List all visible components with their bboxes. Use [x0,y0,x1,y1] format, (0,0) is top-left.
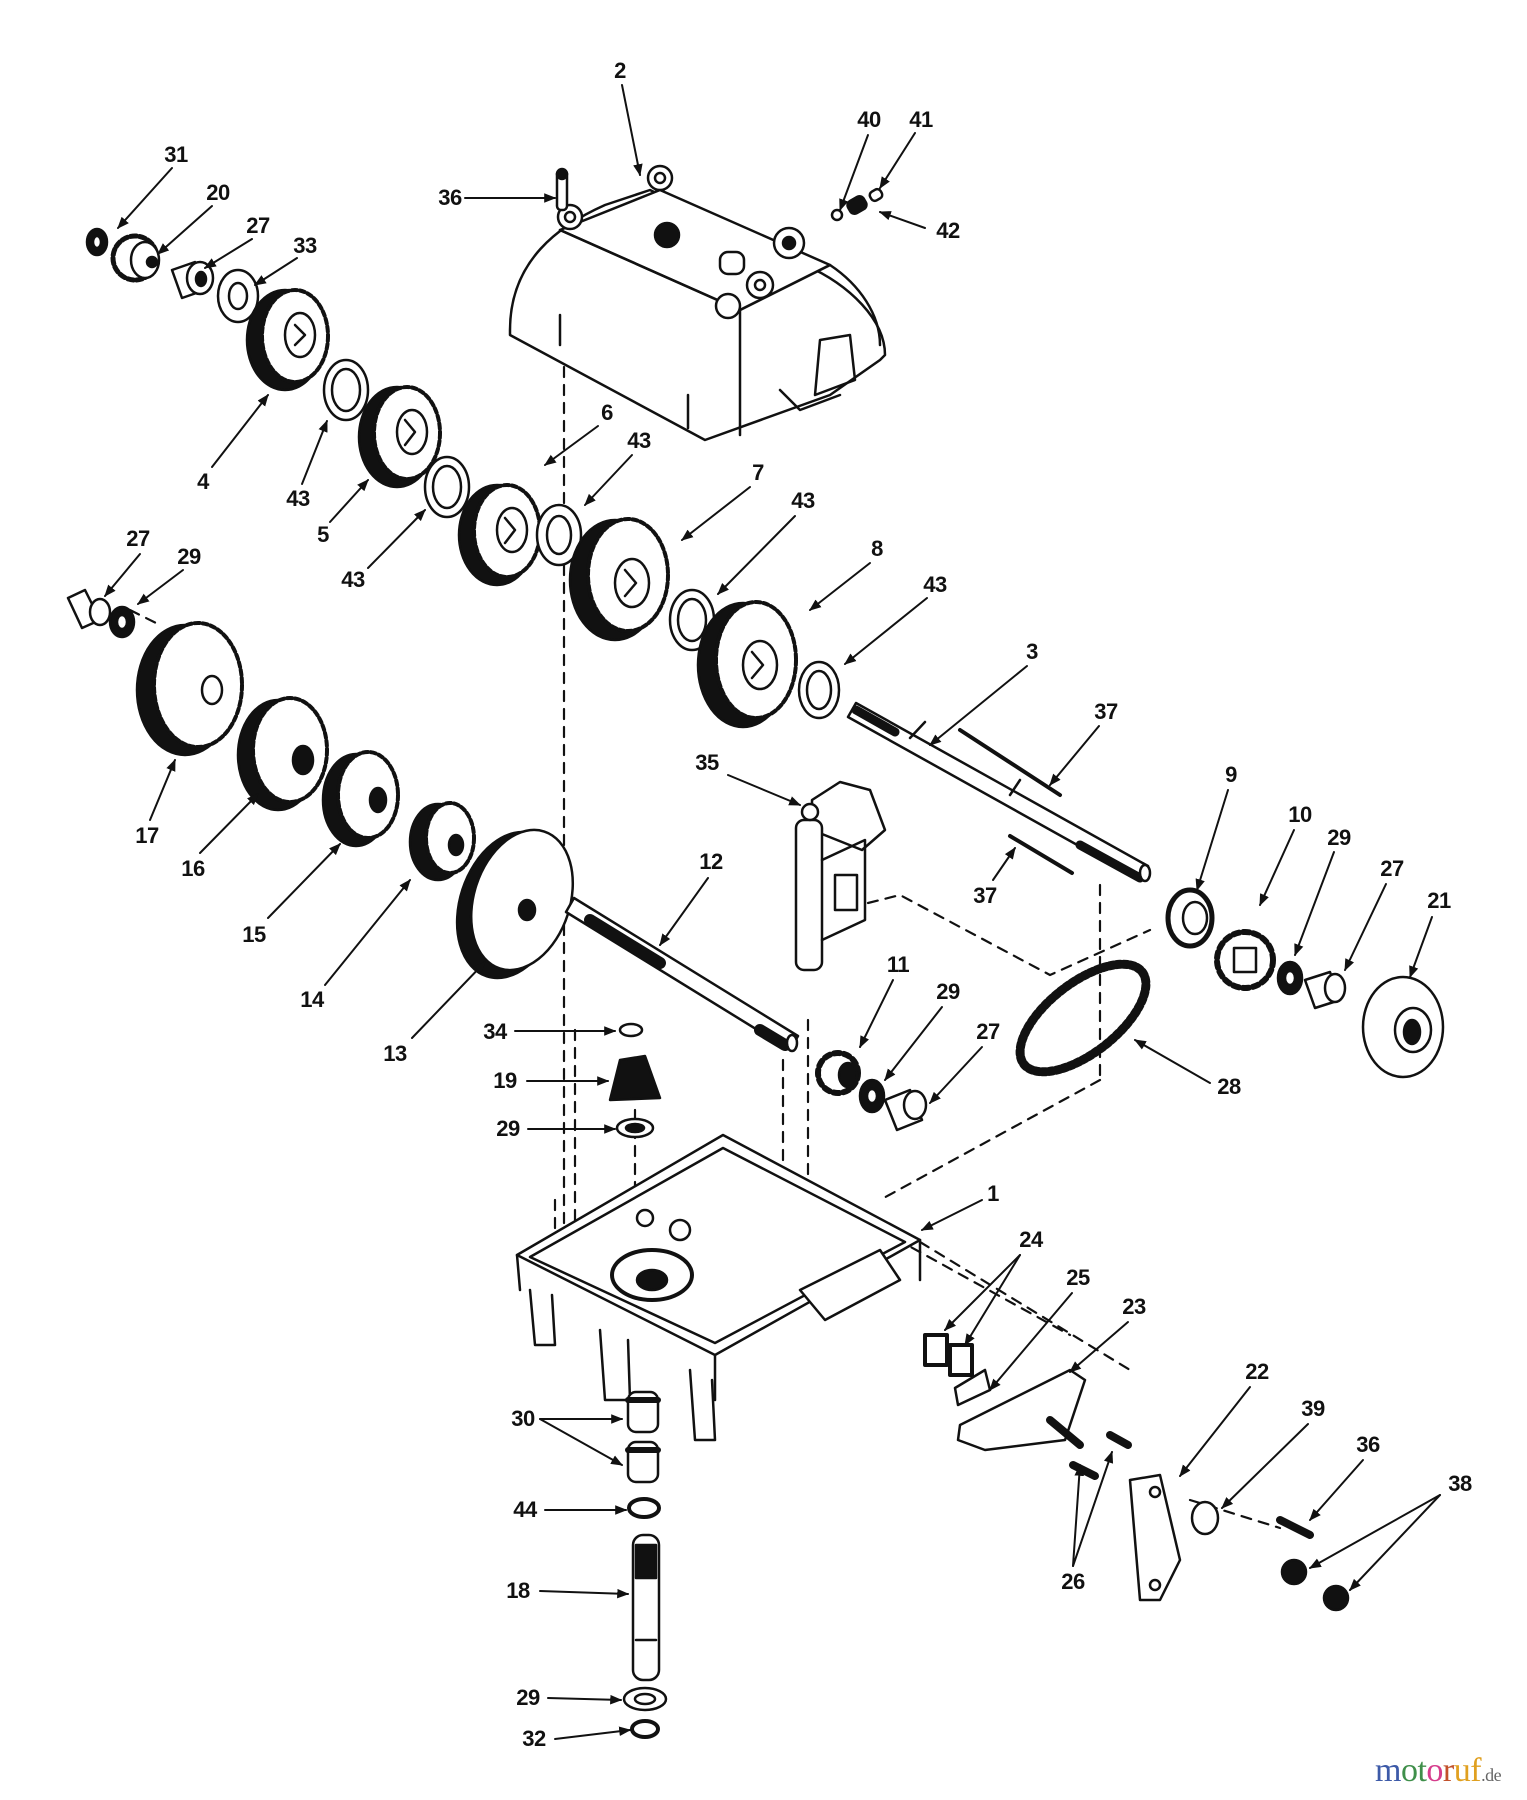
gear-7 [568,517,670,642]
callout-part-14: 14 [300,987,324,1012]
watermark-letter: r [1442,1752,1454,1789]
callout-part-35: 35 [695,750,719,775]
callout-part-22: 22 [1245,1359,1269,1384]
callout-part-29: 29 [1327,825,1351,850]
gear-4 [245,288,330,392]
callout-part-17: 17 [135,823,159,848]
gear-8 [696,600,798,729]
watermark-text: motoruf [1375,1752,1482,1789]
watermark-letter: t [1417,1752,1427,1789]
callout-part-29: 29 [177,544,201,569]
callout-part-29: 29 [516,1685,540,1710]
watermark-letter: o [1400,1752,1418,1789]
chain-28 [1015,959,1151,1077]
gear-16 [236,696,329,812]
callout-part-43: 43 [341,567,365,592]
sprocket-20 [110,233,161,283]
gear-14 [408,801,476,882]
watermark-letter: f [1470,1752,1482,1789]
callout-part-19: 19 [493,1068,517,1093]
callout-part-40: 40 [857,107,881,132]
callout-part-21: 21 [1427,888,1451,913]
callout-part-29: 29 [496,1116,520,1141]
callout-part-31: 31 [164,142,188,167]
callout-part-16: 16 [181,856,205,881]
callout-part-15: 15 [242,922,266,947]
housing-cover [508,164,887,442]
gear-6 [457,483,542,587]
watermark-suffix: .de [1481,1765,1502,1785]
callout-part-44: 44 [513,1497,537,1522]
callout-part-29: 29 [936,979,960,1004]
callout-part-33: 33 [293,233,317,258]
callout-part-11: 11 [886,952,910,977]
shift-fork-35 [794,780,887,972]
callout-part-43: 43 [627,428,651,453]
callout-part-28: 28 [1217,1074,1241,1099]
callout-part-10: 10 [1288,802,1312,827]
callout-part-41: 41 [909,107,933,132]
callout-part-13: 13 [383,1041,407,1066]
callout-part-37: 37 [1094,699,1118,724]
shaft-12 [564,896,800,1053]
callout-part-3: 3 [1026,639,1038,664]
lower-gear-train [66,588,575,980]
callout-part-27: 27 [246,213,270,238]
callout-part-34: 34 [483,1019,507,1044]
callout-part-27: 27 [976,1019,1000,1044]
callout-part-24: 24 [1019,1227,1043,1252]
callout-part-39: 39 [1301,1396,1325,1421]
bottom-shaft-parts [622,1390,668,1739]
callout-part-20: 20 [206,180,230,205]
callout-part-38: 38 [1448,1471,1472,1496]
callout-part-7: 7 [752,460,764,485]
leader-lines [104,84,1441,1740]
callout-part-36: 36 [438,185,462,210]
callout-part-37: 37 [973,883,997,908]
watermark-letter: u [1453,1752,1471,1789]
callout-part-32: 32 [522,1726,546,1751]
callout-part-30: 30 [511,1406,535,1431]
callout-part-43: 43 [791,488,815,513]
callout-part-18: 18 [506,1578,530,1603]
callout-part-9: 9 [1225,762,1237,787]
screw-36-top [555,167,569,212]
callout-part-42: 42 [936,218,960,243]
shift-mechanism [923,1333,1350,1612]
watermark-logo: motoruf.de [1375,1752,1502,1790]
callout-part-12: 12 [699,849,723,874]
callout-part-36: 36 [1356,1432,1380,1457]
callout-part-23: 23 [1122,1294,1146,1319]
callout-part-5: 5 [317,522,329,547]
callout-part-2: 2 [614,58,626,83]
gear-5 [357,385,442,489]
gear-17 [135,621,244,757]
watermark-letter: o [1426,1752,1443,1789]
callout-part-1: 1 [987,1181,999,1206]
housing-base [515,1133,922,1442]
shaft-3 [846,701,1152,883]
callout-part-43: 43 [286,486,310,511]
callout-part-8: 8 [871,536,883,561]
watermark-letter: m [1375,1752,1401,1789]
callout-part-4: 4 [197,469,209,494]
gear-15 [321,750,400,848]
right-shaft-parts [1165,887,1445,1079]
gear-13 [455,828,575,980]
upper-gear-train [85,227,841,729]
callout-part-6: 6 [601,400,613,425]
callout-part-27: 27 [1380,856,1404,881]
callout-part-25: 25 [1066,1265,1090,1290]
callout-part-43: 43 [923,572,947,597]
callout-part-26: 26 [1061,1569,1085,1594]
callout-part-27: 27 [126,526,150,551]
middle-sprocket-parts [815,1050,928,1132]
